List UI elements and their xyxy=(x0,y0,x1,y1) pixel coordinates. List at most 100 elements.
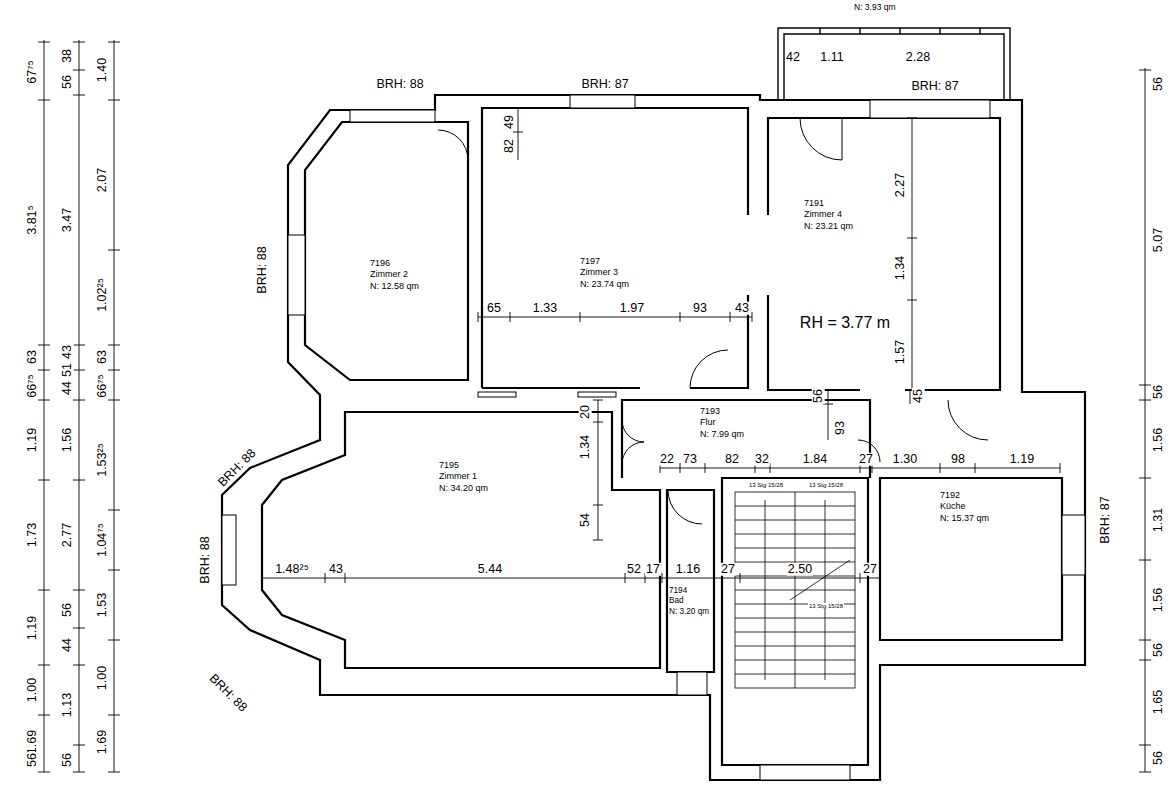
dimension-label: 93 xyxy=(692,302,708,315)
dimension-lines xyxy=(38,40,1151,772)
dimension-tick xyxy=(38,42,1151,772)
doors xyxy=(438,118,988,524)
door-swing xyxy=(690,350,728,388)
dimension-label: 1.56 xyxy=(1152,427,1165,453)
door-swing xyxy=(438,130,468,160)
dimension-label: 1.56 xyxy=(61,427,74,453)
dimension-label: 1.97 xyxy=(619,302,645,315)
dimension-label: 56 xyxy=(1152,750,1165,766)
balcony-rail xyxy=(778,28,1010,100)
dimension-label: 1.33 xyxy=(532,302,558,315)
room-number: 7192 xyxy=(940,490,991,501)
dimension-label: 51 xyxy=(61,362,74,378)
dimension-label: 1.02²⁵ xyxy=(96,277,109,313)
room-name: Zimmer 4 xyxy=(804,209,855,220)
room-area: N: 34.20 qm xyxy=(439,483,490,494)
dimension-label: 44 xyxy=(61,380,74,396)
room-label: 7193FlurN: 7.99 qm xyxy=(698,404,748,442)
window xyxy=(350,110,435,122)
dimension-label: 1.04⁷⁵ xyxy=(96,522,109,558)
dimension-line xyxy=(907,118,917,390)
dimension-label: BRH: 87 xyxy=(580,78,629,91)
dimension-label: 3.81⁵ xyxy=(26,204,39,236)
dimension-label: 27 xyxy=(862,563,878,576)
dimension-label: 1.48²⁵ xyxy=(274,563,310,576)
door-swing xyxy=(800,118,842,160)
room-label: 7197Zimmer 3N: 23.74 qm xyxy=(578,254,633,292)
dimension-line xyxy=(513,108,603,540)
dimension-label: 1.40 xyxy=(96,57,109,83)
dimension-label: 67⁷⁵ xyxy=(26,59,39,85)
dimension-label: 63 xyxy=(96,349,109,365)
stair-note: 13 Stg 15/28 xyxy=(808,482,844,488)
room-area: N: 3.20 qm xyxy=(669,607,711,617)
dimension-label: 1.30 xyxy=(892,453,918,466)
dimension-label: 1.73 xyxy=(26,522,39,548)
dimension-line xyxy=(478,312,752,322)
dimension-label: 1.19 xyxy=(1009,453,1035,466)
dimension-label: 1.65 xyxy=(1152,689,1165,715)
dimension-label: 82 xyxy=(724,453,740,466)
room-name: Zimmer 1 xyxy=(439,471,490,482)
room-number: 7194 xyxy=(669,586,711,596)
dimension-label: 20 xyxy=(579,404,592,420)
room-wall xyxy=(622,400,870,478)
room-label: 7196Zimmer 2N: 12.58 qm xyxy=(368,256,423,294)
window xyxy=(288,235,305,315)
dimension-label: 1.00 xyxy=(26,677,39,703)
room-area: N: 23.21 qm xyxy=(804,221,855,232)
dimension-label: 56 xyxy=(61,74,74,90)
sliding-door xyxy=(478,392,516,397)
window xyxy=(760,765,850,780)
dimension-label: 49 xyxy=(503,114,516,130)
stair-divider xyxy=(765,492,850,688)
dimension-label: 1.69 xyxy=(96,729,109,755)
dimension-label: 1.00 xyxy=(96,665,109,691)
room-name: Zimmer 2 xyxy=(370,269,421,280)
stairs xyxy=(735,492,855,688)
dimension-label: BRH: 88 xyxy=(256,245,269,294)
dimension-label: 1.53²⁵ xyxy=(96,442,109,478)
dimension-label: 1.56 xyxy=(1152,587,1165,613)
dimension-label: 22 xyxy=(659,453,675,466)
window xyxy=(677,672,707,695)
room-name: Küche xyxy=(940,501,991,512)
windows xyxy=(222,95,1085,780)
outer-wall xyxy=(222,95,1085,780)
dimension-label: 66⁷⁵ xyxy=(96,373,109,399)
room-wall xyxy=(722,478,868,765)
dimension-label: 27 xyxy=(858,453,874,466)
sliding-door xyxy=(578,392,616,397)
dimension-label: 2.28 xyxy=(905,51,931,64)
dimension-label: 52 xyxy=(626,563,642,576)
dimension-label: 98 xyxy=(950,453,966,466)
dimension-line xyxy=(823,390,910,440)
stair-note: 13 Stg 15/28 xyxy=(808,603,844,609)
dimension-label: 56 xyxy=(1152,642,1165,658)
dimension-label: 2.27 xyxy=(894,172,907,198)
room-area: N: 7.99 qm xyxy=(700,429,746,440)
dimension-label: BRH: 88 xyxy=(375,78,424,91)
door-swing xyxy=(948,400,988,440)
dimension-label: 17 xyxy=(645,563,661,576)
dimension-label: 56 xyxy=(1152,384,1165,400)
room-name: Zimmer 3 xyxy=(580,267,631,278)
dimension-label: BRH: 87 xyxy=(1099,495,1112,544)
room-label: 7194BadN: 3.20 qm xyxy=(667,584,713,619)
room-wall xyxy=(305,122,468,380)
dimension-label: BRH: 88 xyxy=(206,671,250,715)
dimension-label: 43 xyxy=(328,563,344,576)
dimension-label: 63 xyxy=(26,349,39,365)
room-area: N: 3.93 qm xyxy=(854,2,897,13)
dimension-label: 56 xyxy=(61,752,74,768)
dimension-label: 1.16 xyxy=(675,563,701,576)
dimension-label: 1.31 xyxy=(1152,507,1165,533)
door-swing xyxy=(622,420,644,464)
room-label: 7192KücheN: 15.37 qm xyxy=(938,488,993,526)
dimension-label: 32 xyxy=(754,453,770,466)
dimension-label: 1.34 xyxy=(579,434,592,460)
dimension-label: 38 xyxy=(61,48,74,64)
walls xyxy=(222,95,1085,780)
dimension-label: 56 xyxy=(1152,76,1165,92)
